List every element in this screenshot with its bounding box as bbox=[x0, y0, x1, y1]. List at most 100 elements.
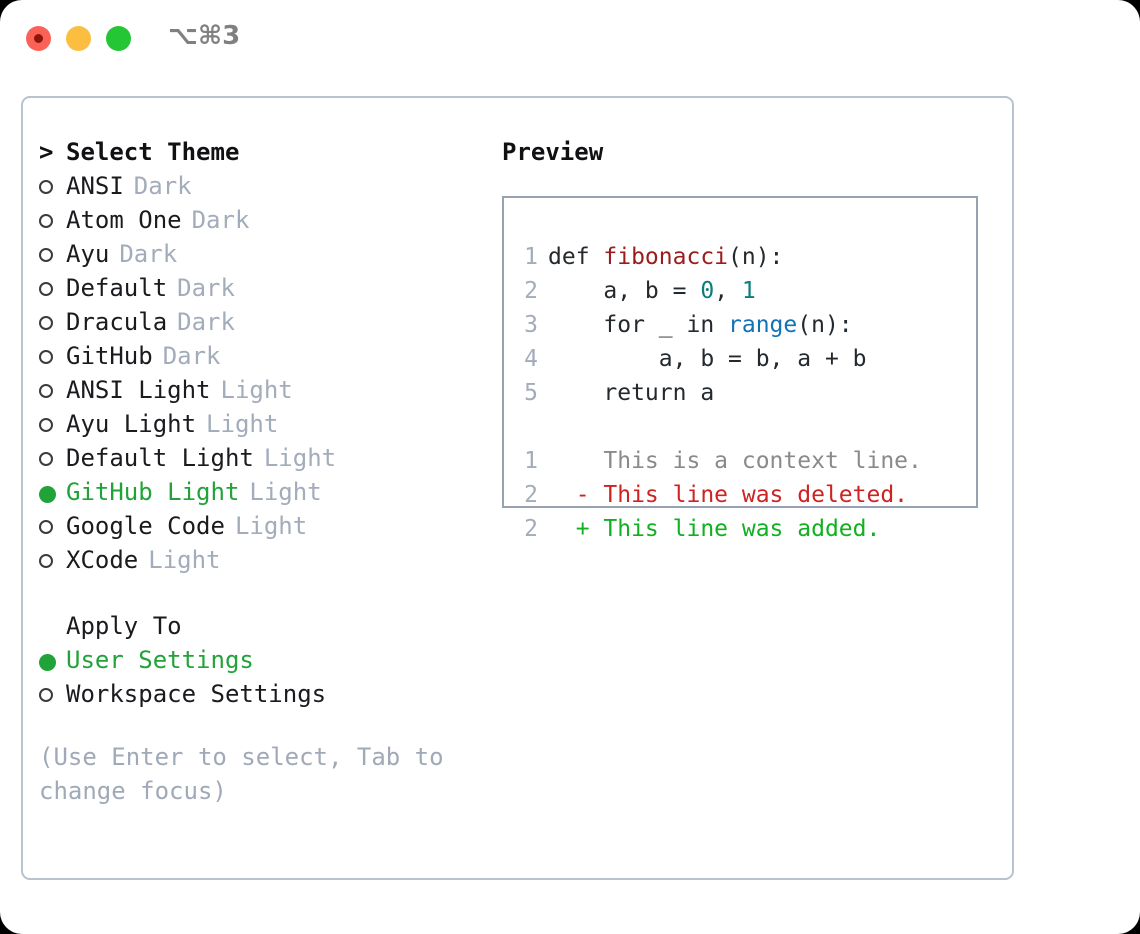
radio-dot bbox=[39, 384, 53, 398]
apply-to-option-label: Workspace Settings bbox=[66, 680, 327, 708]
diff-line-text: This is a context line. bbox=[548, 448, 922, 474]
theme-option-xcode[interactable]: XCode Light bbox=[39, 546, 499, 580]
line-number: 4 bbox=[524, 346, 538, 372]
code-line: 4 a, b = b, a + b bbox=[504, 342, 976, 376]
radio-dot bbox=[39, 486, 56, 503]
code-token: , bbox=[714, 278, 742, 304]
diff-line: 2 - This line was deleted. bbox=[504, 478, 976, 512]
theme-option-ansi[interactable]: ANSI Dark bbox=[39, 172, 499, 206]
keyboard-hint-text: (Use Enter to select, Tab to change focu… bbox=[39, 743, 459, 805]
theme-option-label: Atom One bbox=[66, 206, 182, 234]
line-number: 1 bbox=[524, 448, 538, 474]
code-line: 5 return a bbox=[504, 376, 976, 410]
theme-option-label: Default bbox=[66, 274, 168, 302]
apply-to-heading: Apply To bbox=[66, 612, 182, 640]
apply-to-option-label: User Settings bbox=[66, 646, 254, 674]
theme-option-label: ANSI bbox=[66, 172, 124, 200]
close-button-icon[interactable] bbox=[26, 26, 51, 51]
line-number: 1 bbox=[524, 244, 538, 270]
theme-option-label: XCode bbox=[66, 546, 139, 574]
radio-dot bbox=[39, 316, 53, 330]
theme-option-kind-badge: Dark bbox=[177, 308, 235, 336]
line-number: 2 bbox=[524, 516, 538, 542]
maximize-button-icon[interactable] bbox=[106, 26, 131, 51]
code-line: 3 for _ in range(n): bbox=[504, 308, 976, 342]
diff-line: 1 This is a context line. bbox=[504, 444, 976, 478]
theme-option-kind-badge: Light bbox=[263, 444, 337, 472]
theme-option-label: Dracula bbox=[66, 308, 168, 336]
code-diff-spacer bbox=[504, 410, 976, 444]
code-token: 0 bbox=[700, 278, 715, 304]
theme-option-default-light[interactable]: Default Light Light bbox=[39, 444, 499, 478]
theme-option-kind-badge: Light bbox=[234, 512, 308, 540]
code-line-text: for _ in range(n): bbox=[548, 308, 853, 342]
preview-heading: Preview bbox=[502, 138, 604, 166]
apply-to-option-user-settings[interactable]: User Settings bbox=[39, 646, 499, 680]
theme-option-kind-badge: Light bbox=[206, 410, 279, 438]
diff-line-text: + This line was added. bbox=[548, 516, 881, 542]
radio-dot bbox=[39, 248, 53, 262]
theme-option-default[interactable]: Default Dark bbox=[39, 274, 499, 308]
apply-to-option-workspace-settings[interactable]: Workspace Settings bbox=[39, 680, 499, 714]
theme-option-dracula[interactable]: Dracula Dark bbox=[39, 308, 499, 342]
code-token: 1 bbox=[741, 278, 756, 304]
code-token: a, b = bbox=[548, 278, 701, 304]
code-line-text: a, b = 0, 1 bbox=[548, 274, 756, 308]
theme-option-kind-badge: Light bbox=[148, 546, 221, 574]
theme-option-kind-badge: Dark bbox=[191, 206, 250, 234]
theme-option-label: Default Light bbox=[66, 444, 254, 472]
code-line: 2 a, b = 0, 1 bbox=[504, 274, 976, 308]
code-token: return a bbox=[548, 380, 715, 406]
code-line-text: return a bbox=[548, 376, 714, 410]
caret-icon: > bbox=[39, 138, 54, 166]
select-theme-heading: > Select Theme bbox=[39, 138, 499, 172]
line-number: 5 bbox=[524, 380, 538, 406]
traffic-lights bbox=[26, 26, 131, 51]
theme-option-label: Google Code bbox=[66, 512, 225, 540]
code-token: fibonacci bbox=[603, 244, 729, 270]
select-theme-heading-label: Select Theme bbox=[66, 138, 240, 166]
radio-dot bbox=[39, 688, 53, 702]
radio-dot bbox=[39, 180, 53, 194]
code-token: (n): bbox=[797, 312, 853, 338]
theme-option-label: GitHub Light bbox=[66, 478, 240, 506]
title-bar: ⌥⌘3 bbox=[0, 0, 1140, 78]
code-token: a, b = b, a + b bbox=[548, 346, 867, 372]
radio-dot bbox=[39, 452, 53, 466]
section-spacer bbox=[39, 580, 499, 612]
diff-line-text: - This line was deleted. bbox=[548, 482, 909, 508]
code-token: for _ in bbox=[548, 312, 729, 338]
code-token: (n): bbox=[728, 244, 784, 270]
theme-option-atom-one[interactable]: Atom One Dark bbox=[39, 206, 499, 240]
radio-dot bbox=[39, 520, 53, 534]
code-token: def bbox=[548, 244, 604, 270]
theme-option-label: GitHub bbox=[66, 342, 153, 370]
theme-option-google-code[interactable]: Google Code Light bbox=[39, 512, 499, 546]
theme-option-kind-badge: Dark bbox=[133, 172, 192, 200]
radio-dot bbox=[39, 282, 53, 296]
code-line-text: a, b = b, a + b bbox=[548, 342, 867, 376]
radio-dot bbox=[39, 554, 53, 568]
code-line: 1 def fibonacci(n): bbox=[504, 240, 976, 274]
code-line-text: def fibonacci(n): bbox=[548, 240, 783, 274]
radio-dot bbox=[39, 654, 56, 671]
theme-option-label: Ayu bbox=[66, 240, 110, 268]
line-number: 2 bbox=[524, 482, 538, 508]
minimize-button-icon[interactable] bbox=[66, 26, 91, 51]
radio-dot bbox=[39, 214, 53, 228]
keyboard-shortcut-label: ⌥⌘3 bbox=[168, 21, 241, 51]
theme-option-kind-badge: Dark bbox=[177, 274, 235, 302]
diff-sample: 1 This is a context line.2 - This line w… bbox=[504, 444, 976, 546]
radio-dot bbox=[39, 350, 53, 364]
